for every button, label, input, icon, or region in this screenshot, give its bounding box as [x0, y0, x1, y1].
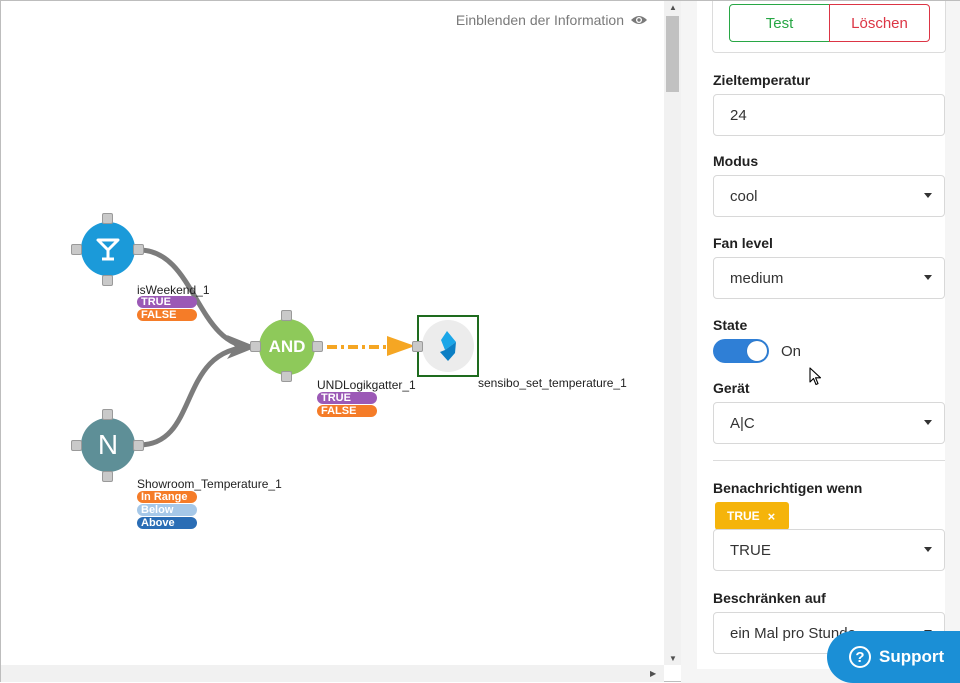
action-node-selected[interactable]	[417, 315, 479, 377]
sensibo-logo-icon	[440, 331, 456, 361]
test-button[interactable]: Test	[729, 4, 830, 42]
properties-panel-content: Test Löschen Zieltemperatur 24 Modus coo…	[697, 1, 946, 669]
chevron-down-icon	[924, 275, 932, 280]
port-and-bottom[interactable]	[281, 371, 292, 382]
weekend-trigger-node[interactable]	[81, 222, 135, 276]
mode-select[interactable]: cool	[713, 175, 945, 217]
port-action-left[interactable]	[412, 341, 423, 352]
target-temperature-label: Zieltemperatur	[713, 72, 811, 88]
port-weekend-left[interactable]	[71, 244, 82, 255]
and-gate-node[interactable]: AND	[259, 319, 315, 375]
port-temperature-right[interactable]	[133, 440, 144, 451]
mouse-pointer-icon	[809, 367, 822, 386]
fan-level-label: Fan level	[713, 235, 773, 251]
port-temperature-bottom[interactable]	[102, 471, 113, 482]
temperature-output-in-range[interactable]: In Range	[137, 491, 197, 503]
mode-label: Modus	[713, 153, 759, 169]
port-weekend-right[interactable]	[133, 244, 144, 255]
chevron-down-icon	[924, 547, 932, 552]
target-temperature-value: 24	[730, 106, 747, 124]
device-label: Gerät	[713, 380, 750, 396]
fan-level-value: medium	[730, 269, 784, 287]
chevron-down-icon	[924, 420, 932, 425]
notify-when-select[interactable]: TRUE	[713, 529, 945, 571]
chevron-down-icon	[924, 193, 932, 198]
support-label: Support	[879, 647, 945, 666]
temperature-trigger-node[interactable]: N	[81, 418, 135, 472]
action-node[interactable]	[422, 320, 474, 372]
weekend-node-label: isWeekend_1	[137, 283, 210, 297]
cocktail-glass-icon	[96, 238, 120, 261]
notify-when-label: Benachrichtigen wenn	[713, 480, 863, 496]
port-weekend-bottom[interactable]	[102, 275, 113, 286]
scroll-up-arrow-icon[interactable]: ▲	[669, 3, 677, 12]
help-circle-icon: ?	[849, 646, 871, 668]
wire-arrowhead-action	[387, 336, 415, 356]
temperature-node-label: Showroom_Temperature_1	[137, 477, 282, 491]
limit-to-label: Beschränken auf	[713, 590, 826, 606]
state-label: State	[713, 317, 748, 333]
canvas-horizontal-scrollbar[interactable]: ▶	[1, 665, 664, 682]
scroll-down-arrow-icon[interactable]: ▼	[669, 654, 677, 663]
weekend-output-true[interactable]: TRUE	[137, 296, 197, 308]
notify-chip: TRUE ×	[715, 502, 789, 530]
port-weekend-top[interactable]	[102, 213, 113, 224]
mode-value: cool	[730, 187, 758, 205]
and-gate-glyph: AND	[268, 337, 306, 356]
state-toggle[interactable]	[713, 339, 769, 363]
port-temperature-left[interactable]	[71, 440, 82, 451]
temperature-output-above[interactable]: Above	[137, 517, 197, 529]
show-info-label: Einblenden der Information	[455, 12, 624, 28]
remove-chip-icon[interactable]: ×	[767, 508, 776, 524]
eye-icon	[631, 16, 647, 24]
toggle-knob	[747, 341, 767, 361]
vertical-scroll-thumb[interactable]	[666, 16, 679, 92]
connection-wires	[138, 247, 415, 448]
action-node-label: sensibo_set_temperature_1	[478, 376, 627, 390]
canvas-vertical-scrollbar[interactable]: ▲ ▼	[664, 1, 681, 665]
fan-level-select[interactable]: medium	[713, 257, 945, 299]
limit-to-value: ein Mal pro Stunde	[730, 624, 856, 642]
and-output-true[interactable]: TRUE	[317, 392, 377, 404]
and-output-false[interactable]: FALSE	[317, 405, 377, 417]
wire-temperature-to-and	[138, 344, 254, 448]
notify-chip-label: TRUE	[727, 509, 760, 523]
port-and-right[interactable]	[312, 341, 323, 352]
support-button[interactable]: ? Support	[827, 631, 960, 683]
temperature-output-below[interactable]: Below	[137, 504, 197, 516]
state-value: On	[781, 343, 802, 360]
section-divider	[713, 460, 945, 461]
notify-when-value: TRUE	[730, 541, 771, 559]
weekend-output-false[interactable]: FALSE	[137, 309, 197, 321]
device-select[interactable]: A|C	[713, 402, 945, 444]
port-and-top[interactable]	[281, 310, 292, 321]
target-temperature-input[interactable]: 24	[713, 94, 945, 136]
action-buttons-card: Test Löschen	[712, 1, 946, 53]
port-temperature-top[interactable]	[102, 409, 113, 420]
delete-button[interactable]: Löschen	[829, 4, 930, 42]
rule-canvas[interactable]: Einblenden der Information isWeekend_1 T…	[1, 1, 664, 665]
scroll-right-arrow-icon[interactable]: ▶	[650, 669, 657, 678]
temperature-node-glyph: N	[97, 429, 119, 460]
wire-arrowhead-and	[227, 335, 257, 359]
show-info-link[interactable]: Einblenden der Information	[456, 12, 648, 28]
port-and-left[interactable]	[250, 341, 261, 352]
and-gate-label: UNDLogikgatter_1	[317, 378, 416, 392]
properties-panel: Test Löschen Zieltemperatur 24 Modus coo…	[681, 1, 960, 683]
device-value: A|C	[730, 414, 755, 432]
